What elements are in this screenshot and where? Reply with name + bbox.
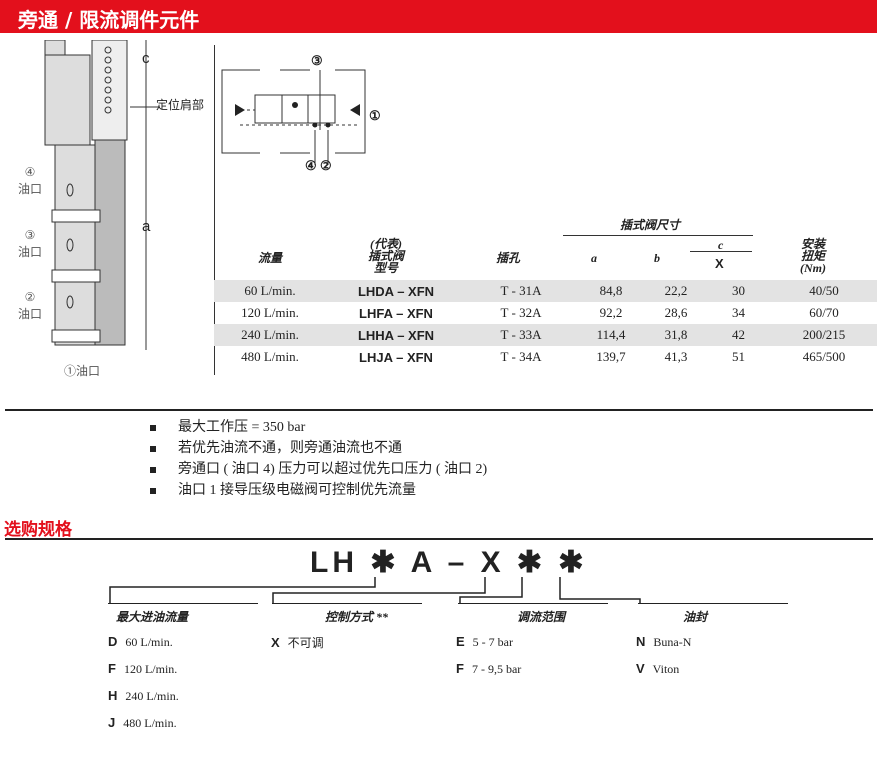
col-header-b: b xyxy=(654,251,660,265)
header-rule xyxy=(563,235,753,236)
schematic-port-3: ③ xyxy=(311,53,323,68)
dimension-c-label: c xyxy=(142,50,150,67)
col-rule xyxy=(638,603,788,604)
code-bracket-lines xyxy=(109,577,641,603)
shoulder-label: 定位肩部 xyxy=(156,98,205,112)
ordering-col-seal: 油封 xyxy=(683,610,708,624)
section-divider xyxy=(5,409,873,411)
col-header-flow: 流量 xyxy=(258,251,283,265)
divider xyxy=(214,45,215,375)
ordering-col-flow: 最大进油流量 xyxy=(116,610,189,624)
dimension-group-header: 插式阀尺寸 xyxy=(620,218,681,232)
schematic-port-1: ① xyxy=(369,108,381,123)
note-item: 若优先油流不通，则旁通油流也不通 xyxy=(150,437,402,457)
col-rule xyxy=(458,603,608,604)
col-header-cavity: 插孔 xyxy=(496,251,521,265)
col-header-c: c xyxy=(718,238,724,252)
ordering-divider xyxy=(5,538,873,540)
note-item: 油口 1 接导压级电磁阀可控制优先流量 xyxy=(150,479,416,499)
header-rule-c xyxy=(690,251,752,252)
ordering-title: 选购规格 xyxy=(4,520,72,540)
port-1-label: ①油口 xyxy=(64,364,101,378)
ordering-col-control: 控制方式 ** xyxy=(325,610,389,624)
col-header-a: a xyxy=(591,251,597,265)
col-rule xyxy=(272,603,422,604)
model-code: LH ✱ A – X ✱ ✱ xyxy=(310,546,588,579)
col-rule xyxy=(108,603,258,604)
col-header-model: (代表) 插式阀 型号 xyxy=(368,237,405,275)
note-item: 最大工作压 = 350 bar xyxy=(150,416,305,436)
page-header: 旁通 / 限流调件元件 xyxy=(0,0,877,33)
page-title: 旁通 / 限流调件元件 xyxy=(18,8,200,32)
dimension-a-label: a xyxy=(142,218,151,235)
col-header-torque: 安装 扭矩 (Nm) xyxy=(800,237,826,275)
cartridge-section-drawing xyxy=(44,40,160,350)
hydraulic-schematic xyxy=(221,69,366,165)
note-item: 旁通口 ( 油口 4) 压力可以超过优先口压力 ( 油口 2) xyxy=(150,458,487,478)
ordering-col-range: 调流范围 xyxy=(517,610,566,624)
col-header-x: X xyxy=(715,256,724,271)
schematic-port-2: ② xyxy=(320,158,332,173)
schematic-port-4: ④ xyxy=(305,158,317,173)
